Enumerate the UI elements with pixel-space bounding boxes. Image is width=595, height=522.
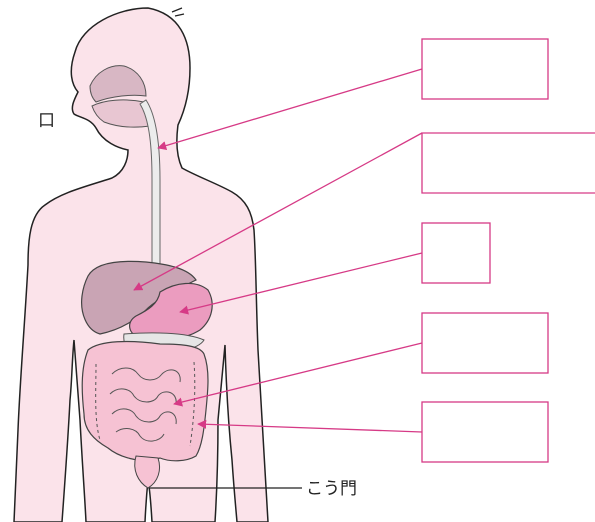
label-anus: こう門 [306, 479, 357, 499]
answer-box-small-intestine[interactable] [422, 313, 548, 373]
leader-esophagus [158, 69, 422, 148]
label-mouth: 口 [38, 111, 55, 131]
hair-tuft [172, 8, 184, 16]
large-intestine [82, 342, 208, 461]
answer-box-esophagus[interactable] [422, 39, 548, 99]
answer-box-liver[interactable] [422, 133, 595, 193]
answer-box-large-intestine[interactable] [422, 402, 548, 462]
answer-box-stomach[interactable] [422, 223, 490, 283]
